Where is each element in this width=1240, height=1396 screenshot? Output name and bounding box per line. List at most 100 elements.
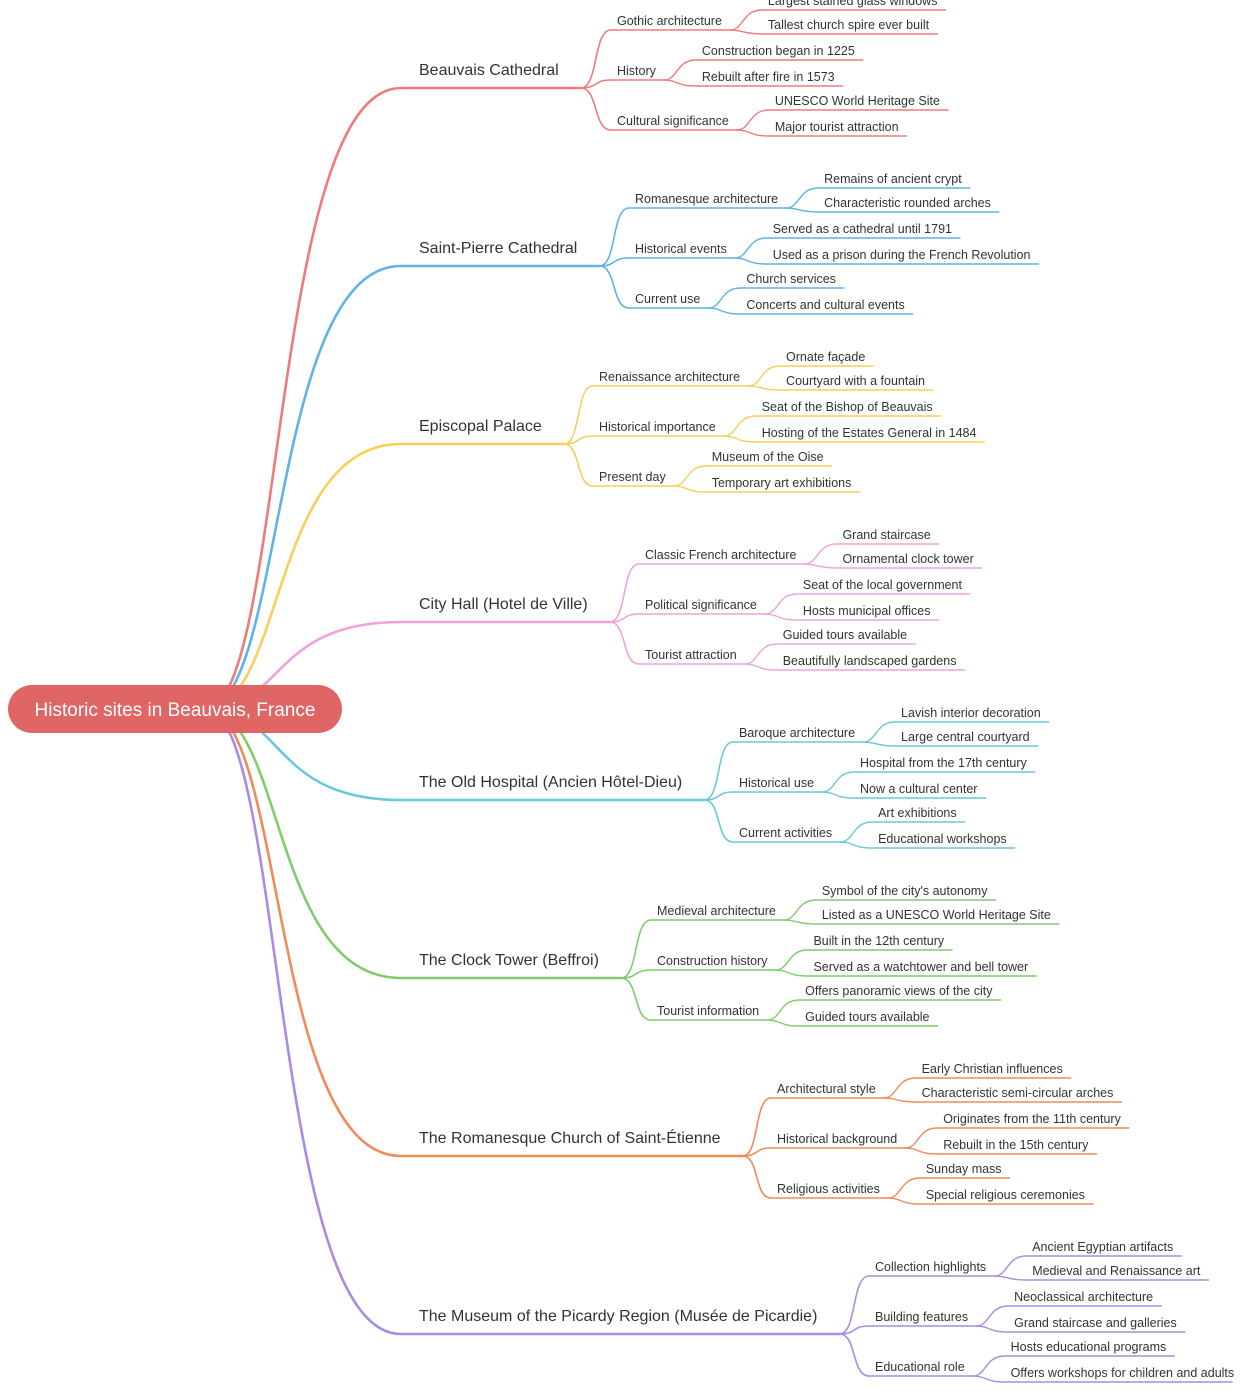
category-label: Current activities (739, 826, 832, 840)
category-label: Collection highlights (875, 1260, 986, 1274)
leaf-label: Offers panoramic views of the city (805, 984, 993, 998)
leaf-label: Temporary art exhibitions (712, 476, 852, 490)
site-branch-edge (203, 86, 582, 711)
leaf-label: Sunday mass (926, 1162, 1002, 1176)
leaf-edge (734, 237, 961, 259)
category-label: Historical background (777, 1132, 897, 1146)
category-label: Romanesque architecture (635, 192, 778, 206)
root-node-box (8, 685, 342, 733)
leaf-edge (803, 563, 983, 569)
leaf-label: Remains of ancient crypt (824, 172, 962, 186)
leaf-edge (882, 1077, 1072, 1099)
leaf-label: Beautifully landscaped gardens (783, 654, 957, 668)
leaf-edge (774, 949, 953, 971)
leaf-label: Construction began in 1225 (702, 44, 855, 58)
leaf-edge (673, 465, 833, 487)
leaf-label: Offers workshops for children and adults (1011, 1366, 1235, 1380)
leaf-label: Served as a cathedral until 1791 (773, 222, 952, 236)
category-edge (620, 969, 777, 979)
site-branch-edge (203, 264, 601, 711)
category-edge (838, 1325, 977, 1335)
category-label: Medieval architecture (657, 904, 776, 918)
leaf-edge (882, 1097, 1123, 1103)
category-label: Historical importance (599, 420, 716, 434)
leaf-edge (971, 1375, 1233, 1383)
leaf-label: Guided tours available (805, 1010, 929, 1024)
leaf-label: Ornamental clock tower (842, 552, 973, 566)
category-edge (579, 79, 665, 89)
category-label: Cultural significance (617, 114, 729, 128)
leaf-label: Museum of the Oise (712, 450, 824, 464)
site-label: The Old Hospital (Ancien Hôtel-Dieu) (419, 774, 682, 791)
leaf-edge (663, 79, 844, 87)
leaf-label: Seat of the local government (803, 578, 963, 592)
site-branch-edge (203, 707, 744, 1158)
leaf-edge (904, 1127, 1130, 1149)
leaf-label: Medieval and Renaissance art (1032, 1264, 1201, 1278)
site-branch-edge (203, 707, 841, 1336)
leaf-label: Seat of the Bishop of Beauvais (762, 400, 933, 414)
category-label: Tourist attraction (645, 648, 737, 662)
leaf-edge (887, 1197, 1094, 1205)
leaf-edge (744, 643, 916, 665)
category-label: Classic French architecture (645, 548, 796, 562)
leaf-edge (766, 1019, 939, 1027)
leaf-label: Built in the 12th century (813, 934, 944, 948)
category-label: History (617, 64, 657, 78)
leaf-edge (785, 187, 971, 209)
category-label: Tourist information (657, 1004, 759, 1018)
leaf-label: Hospital from the 17th century (860, 756, 1027, 770)
category-edge (598, 207, 787, 267)
category-edge (608, 613, 766, 623)
leaf-edge (736, 109, 949, 131)
category-edge (608, 621, 746, 665)
leaf-label: Characteristic semi-circular arches (922, 1086, 1114, 1100)
site-label: Beauvais Cathedral (419, 62, 559, 79)
category-edge (741, 1147, 907, 1157)
site-label: The Museum of the Picardy Region (Musée … (419, 1308, 817, 1325)
leaf-label: Used as a prison during the French Revol… (773, 248, 1031, 262)
leaf-label: Ornate façade (786, 350, 865, 364)
leaf-label: Now a cultural center (860, 782, 977, 796)
leaf-edge (975, 1305, 1162, 1327)
category-label: Historical use (739, 776, 814, 790)
category-edge (562, 385, 749, 445)
leaf-edge (839, 841, 1016, 849)
category-edge (579, 87, 738, 131)
category-label: Political significance (645, 598, 757, 612)
category-edge (620, 977, 768, 1021)
category-label: Present day (599, 470, 666, 484)
site-label: The Clock Tower (Beffroi) (419, 952, 599, 969)
leaf-edge (803, 543, 940, 565)
leaf-edge (663, 59, 864, 81)
leaf-label: Rebuilt after fire in 1573 (702, 70, 835, 84)
leaf-label: Rebuilt in the 15th century (943, 1138, 1089, 1152)
leaf-label: Hosts educational programs (1011, 1340, 1167, 1354)
leaf-label: Courtyard with a fountain (786, 374, 925, 388)
leaf-edge (736, 129, 908, 137)
category-label: Historical events (635, 242, 727, 256)
leaf-label: Grand staircase (842, 528, 930, 542)
leaf-label: Characteristic rounded arches (824, 196, 991, 210)
category-label: Current use (635, 292, 700, 306)
leaf-label: Originates from the 11th century (943, 1112, 1121, 1126)
category-edge (838, 1333, 974, 1377)
leaf-edge (839, 821, 966, 843)
leaf-label: Large central courtyard (901, 730, 1030, 744)
category-edge (838, 1275, 995, 1335)
category-edge (562, 435, 725, 445)
leaf-edge (993, 1255, 1182, 1277)
leaf-edge (993, 1275, 1210, 1281)
leaf-edge (971, 1355, 1175, 1377)
category-edge (741, 1155, 889, 1199)
category-label: Gothic architecture (617, 14, 722, 28)
leaf-label: Tallest church spire ever built (768, 18, 930, 32)
category-label: Religious activities (777, 1182, 880, 1196)
site-label: The Romanesque Church of Saint-Étienne (419, 1128, 721, 1147)
leaf-label: Hosting of the Estates General in 1484 (762, 426, 977, 440)
root-node: Historic sites in Beauvais, France (8, 685, 342, 733)
leaf-edge (734, 257, 1040, 265)
leaf-edge (707, 287, 845, 309)
leaf-label: Lavish interior decoration (901, 706, 1041, 720)
leaf-edge (729, 29, 938, 35)
